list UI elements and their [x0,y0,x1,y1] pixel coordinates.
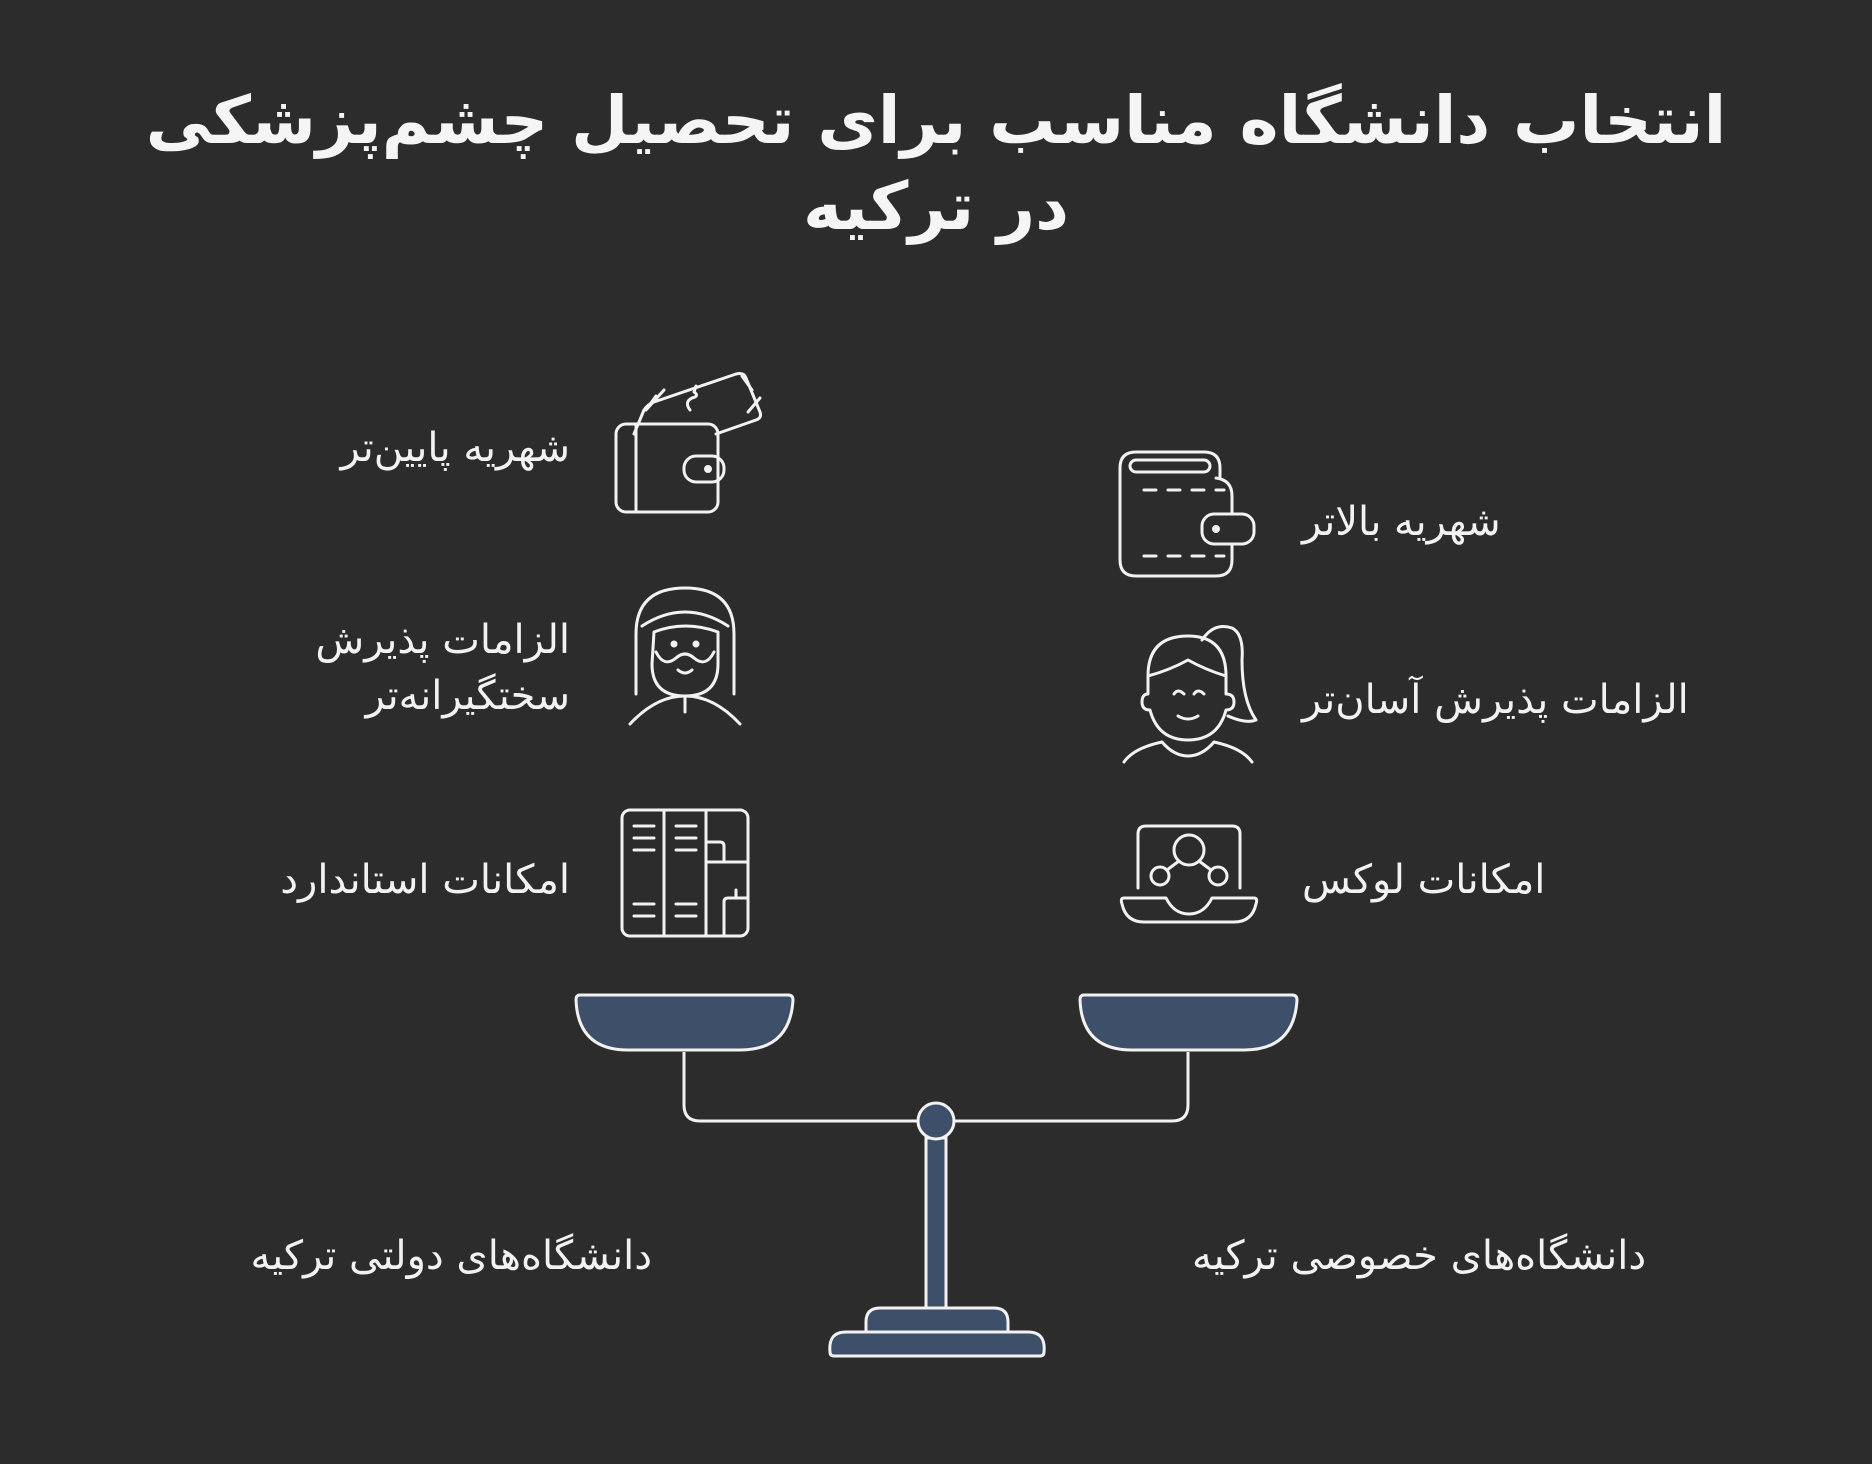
left-item-label-admission: الزامات پذیرش سختگیرانه‌تر [315,612,570,724]
right-group-label: دانشگاه‌های خصوصی ترکیه [1192,1233,1647,1279]
left-group-label: دانشگاه‌های دولتی ترکیه [250,1233,652,1279]
right-item-label-facilities: امکانات لوکس [1302,857,1546,903]
laptop-network-icon [1119,824,1259,924]
scale-base-bottom [828,1330,1046,1358]
scale-base-top [864,1306,1010,1334]
page-title: انتخاب دانشگاه مناسب برای تحصیل چشم‌پزشک… [145,82,1727,245]
right-arm [954,1052,1190,1123]
scale-pivot [916,1101,956,1141]
left-item-label-facilities: امکانات استاندارد [280,857,570,903]
wallet-with-cash-icon [614,372,762,514]
left-item-label-admission-line2: سختگیرانه‌تر [365,673,570,719]
wallet-icon [1118,450,1256,578]
right-item-label-tuition: شهریه بالاتر [1302,499,1501,545]
left-pan [574,993,795,1052]
bearded-man-headscarf-icon [628,586,742,726]
left-arm [682,1052,918,1123]
woman-ponytail-icon [1122,625,1258,764]
right-item-label-admission: الزامات پذیرش آسان‌تر [1302,677,1689,723]
left-item-label-tuition: شهریه پایین‌تر [340,425,571,471]
lockers-icon [620,808,750,938]
right-pan [1078,993,1299,1052]
left-item-label-admission-line1: الزامات پذیرش [315,617,570,663]
scale-post [924,1136,948,1312]
